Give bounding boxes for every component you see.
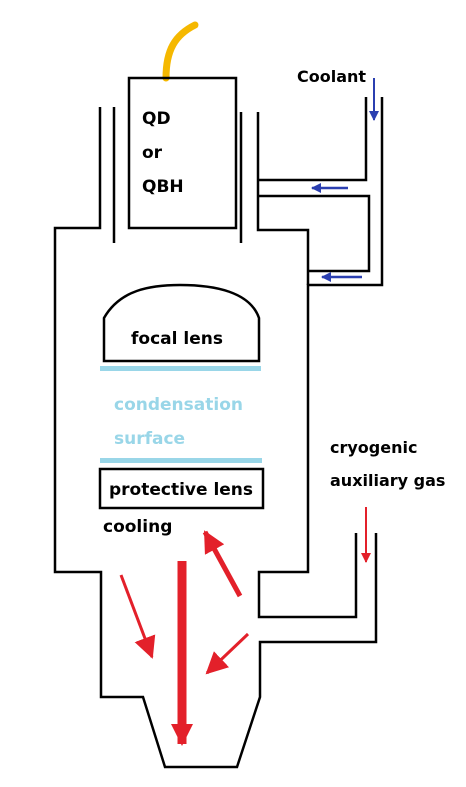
housing-outline xyxy=(53,107,378,769)
label-or: or xyxy=(142,143,163,163)
side-flow-arrow-right xyxy=(205,632,250,675)
qd-qbh-connector xyxy=(127,76,238,230)
fiber-cable xyxy=(162,21,199,82)
focal-lens-shape xyxy=(102,283,261,363)
label-auxiliary-gas: auxiliary gas xyxy=(330,471,445,490)
coolant-pipe-outer xyxy=(258,97,368,182)
condensation-surface-top xyxy=(100,366,261,371)
housing-upper-right xyxy=(256,112,310,285)
coolant-pipe-mid xyxy=(258,194,371,273)
cooling-flow-arrow xyxy=(202,530,243,598)
protective-lens-box xyxy=(98,467,265,510)
label-cryogenic: cryogenic xyxy=(330,438,417,457)
label-qbh: QBH xyxy=(142,177,184,197)
label-coolant: Coolant xyxy=(297,67,366,86)
side-flow-arrow-left xyxy=(119,574,156,659)
label-surface: surface xyxy=(114,429,185,449)
label-protective-lens: protective lens xyxy=(109,480,253,500)
condensation-surface-bottom xyxy=(100,458,262,463)
label-focal-lens: focal lens xyxy=(131,329,223,349)
label-cooling: cooling xyxy=(103,517,172,537)
label-condensation: condensation xyxy=(114,395,243,415)
label-qd: QD xyxy=(142,109,171,129)
housing-outline-right xyxy=(257,97,384,619)
